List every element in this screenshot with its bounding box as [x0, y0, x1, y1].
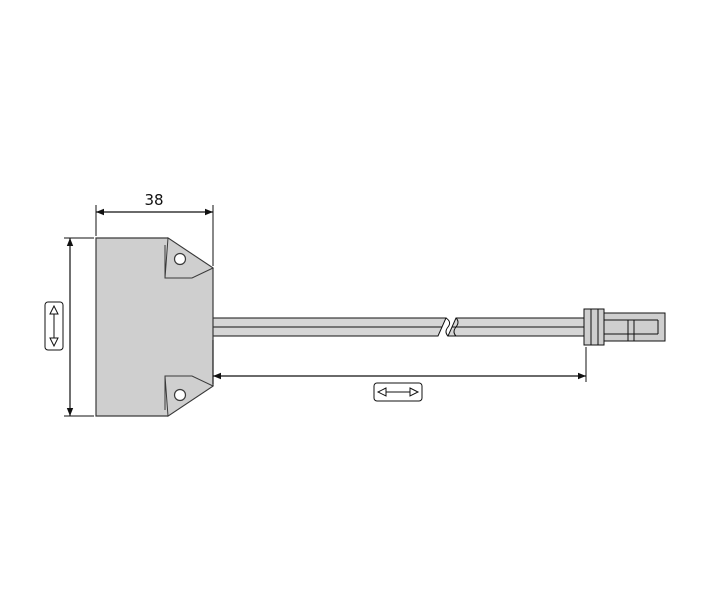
width-dimension: 38: [95, 191, 214, 266]
horizontal-double-arrow-icon: [373, 382, 423, 402]
cable-break-symbol-2: [453, 317, 459, 337]
cable: [212, 317, 587, 337]
length-dimension: [212, 340, 587, 402]
vertical-double-arrow-icon: [44, 301, 64, 351]
housing-top-tab: [164, 237, 215, 279]
mounting-hole-top: [173, 252, 187, 266]
cable-break-symbol: [445, 317, 451, 337]
height-dimension: [44, 237, 94, 417]
width-dimension-label: 38: [144, 191, 163, 209]
connector-plug: [583, 308, 666, 346]
sensor-housing: [95, 237, 215, 417]
mounting-hole-bottom: [173, 388, 187, 402]
housing-bottom-tab: [164, 375, 215, 417]
connector-collar: [583, 308, 605, 346]
